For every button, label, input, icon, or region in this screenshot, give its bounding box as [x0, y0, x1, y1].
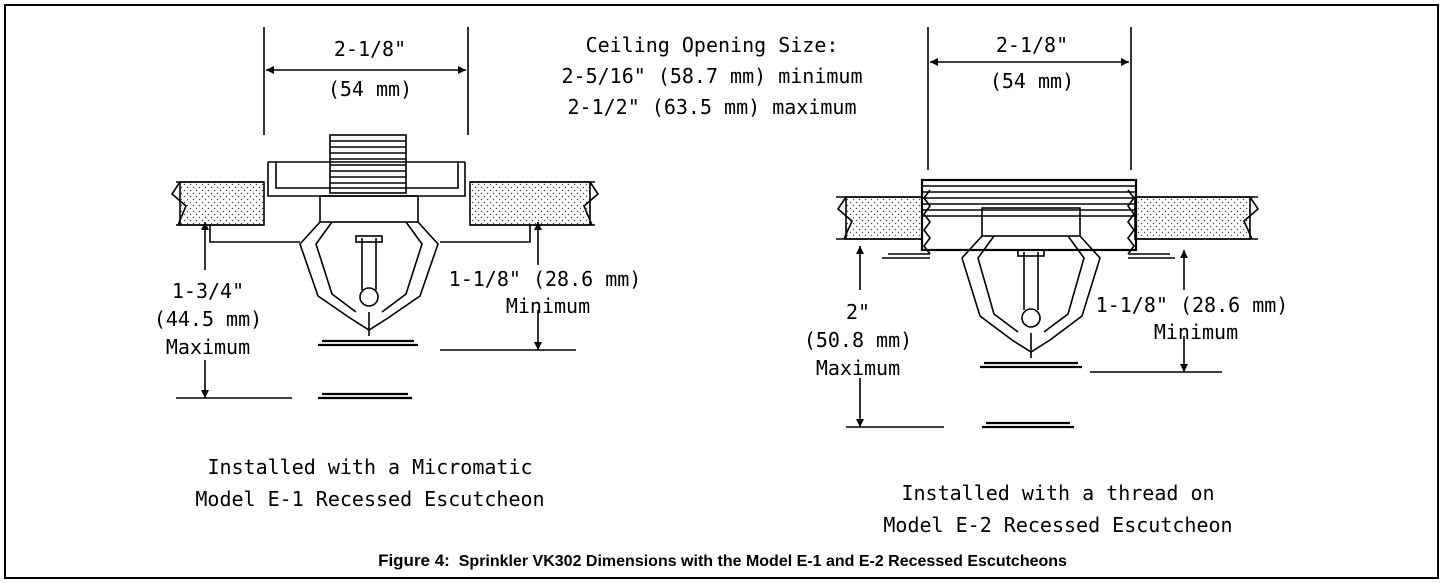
right-width-label: 2-1/8" — [996, 33, 1068, 57]
left-assembly — [170, 27, 600, 400]
right-max-label: 2" — [846, 300, 870, 324]
opening-min: 2-5/16" (58.7 mm) minimum — [561, 64, 862, 88]
figure-number: Figure 4: — [378, 551, 450, 570]
left-max-word: Maximum — [166, 335, 250, 359]
left-width-mm-label: (54 mm) — [328, 77, 412, 101]
right-depth-label: 1-1/8" (28.6 mm) — [1096, 293, 1289, 317]
right-max-word: Maximum — [816, 356, 900, 380]
left-caption-line1: Installed with a Micromatic — [207, 455, 532, 479]
left-max-mm: (44.5 mm) — [154, 307, 262, 331]
figure-caption: Figure 4: Sprinkler VK302 Dimensions wit… — [0, 551, 1445, 571]
right-depth-word: Minimum — [1154, 320, 1238, 344]
opening-title: Ceiling Opening Size: — [586, 33, 839, 57]
right-caption-line1: Installed with a thread on — [901, 481, 1214, 505]
left-depth-word: Minimum — [506, 294, 590, 318]
right-max-mm: (50.8 mm) — [804, 328, 912, 352]
left-caption-line2: Model E-1 Recessed Escutcheon — [195, 487, 544, 511]
left-width-label: 2-1/8" — [334, 37, 406, 61]
right-assembly — [836, 27, 1260, 429]
opening-max: 2-1/2" (63.5 mm) maximum — [568, 95, 857, 119]
figure-title: Sprinkler VK302 Dimensions with the Mode… — [458, 553, 1067, 570]
left-depth-label: 1-1/8" (28.6 mm) — [449, 267, 642, 291]
figure-frame — [4, 4, 1439, 579]
left-max-label: 1-3/4" — [172, 279, 244, 303]
right-width-mm-label: (54 mm) — [990, 69, 1074, 93]
right-caption-line2: Model E-2 Recessed Escutcheon — [883, 513, 1232, 537]
